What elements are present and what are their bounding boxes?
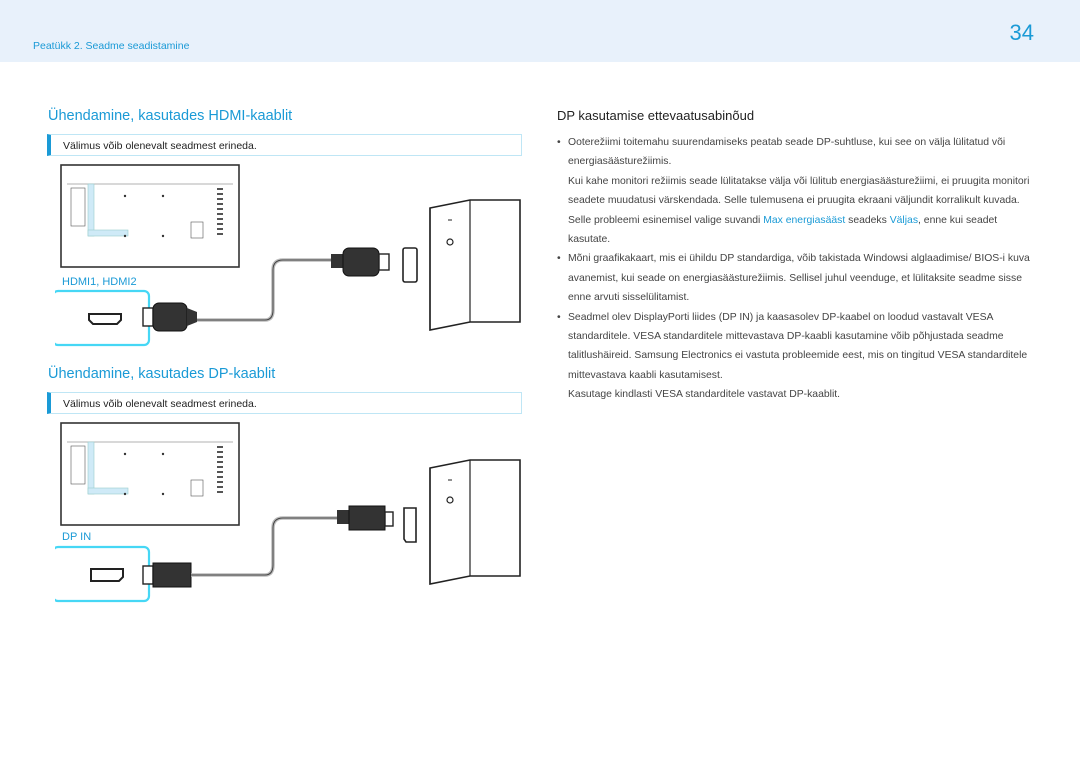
dp-port-icon [90,568,124,582]
hdmi-port-label: HDMI1, HDMI2 [62,276,137,288]
dp-section-title: Ühendamine, kasutades DP-kaablit [48,366,276,382]
dp-connection-diagram [55,422,521,603]
precaution-item: Seadmel olev DisplayPorti liides (DP IN)… [557,308,1037,386]
dp-plug-monitor-side [142,562,192,588]
hdmi-cable [197,258,335,322]
pc-hdmi-port-icon [402,247,418,283]
dp-plug-pc-side [337,505,394,531]
page-header: Peatükk 2. Seadme seadistamine 34 [0,0,1080,62]
hdmi-appearance-note: Välimus võib olenevalt seadmest erineda. [47,134,522,156]
setting-value-highlight: Väljas [889,214,919,226]
precaution-paragraph: Kasutage kindlasti VESA standarditele va… [568,389,841,401]
precaution-item: Mõni graafikakaart, mis ei ühildu DP sta… [557,249,1037,307]
precaution-paragraph: Selle probleemi esinemisel valige suvand… [568,214,998,246]
pc-tower-icon [429,459,521,585]
dp-cable [191,516,339,577]
precaution-item: Ooterežiimi toitemahu suurendamiseks pea… [557,133,1037,172]
monitor-rear-panel [60,422,240,526]
hdmi-plug-pc-side [331,247,390,277]
dp-appearance-note: Välimus võib olenevalt seadmest erineda. [47,392,522,414]
chapter-title[interactable]: Peatükk 2. Seadme seadistamine [33,40,190,52]
pc-tower-icon [429,199,521,331]
pc-dp-port-icon [403,507,417,543]
page-number: 34 [1009,20,1034,45]
dp-precautions: DP kasutamise ettevaatusabinõud Ootereži… [557,108,1037,405]
hdmi-section-title: Ühendamine, kasutades HDMI-kaablit [48,108,293,124]
dp-port-label: DP IN [62,531,92,543]
hdmi-plug-monitor-side [142,302,197,332]
setting-name-highlight: Max energiasääst [763,214,846,226]
hdmi-port-icon [88,313,122,325]
precautions-title: DP kasutamise ettevaatusabinõud [557,108,755,123]
monitor-rear-panel [60,164,240,268]
precaution-paragraph: Kui kahe monitori režiimis seade lülitat… [568,175,1030,207]
hdmi-connection-diagram [55,164,521,347]
